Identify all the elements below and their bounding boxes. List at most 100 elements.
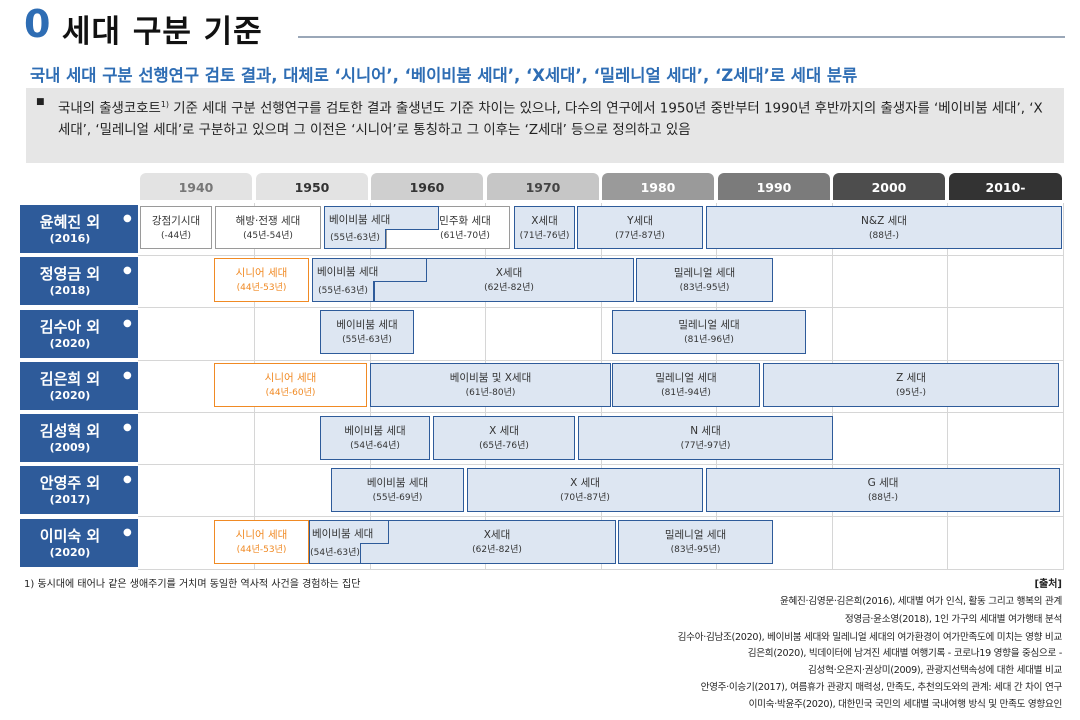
generation-bar: X 세대 (70년-87년) [467,468,703,512]
source-citation: 김성혁·오은지·권상미(2009), 관광지선택속성에 대한 세대별 비교 [808,665,1062,676]
grid-line [138,464,1064,465]
page-title: 세대 구분 기준 [62,14,263,50]
generation-name: 베이비붐 세대 [312,528,374,540]
generation-name: X 세대 [570,477,600,489]
generation-bar: 강점기시대 (-44년) [140,206,212,249]
generation-range: (81년-94년) [661,388,711,398]
generation-range: (61년-70년) [440,231,490,241]
generation-bar-senior: 시니어 세대 (44년-60년) [214,363,367,407]
generation-name: 베이비붐 세대 [317,266,379,278]
generation-range-box: (55년-63년) [312,281,374,302]
row-year: (2017) [49,493,91,506]
row-year: (2016) [49,232,91,245]
decade-header-1950: 1950 [256,173,368,200]
grid-line [138,412,1064,413]
generation-bar: 베이비붐 세대 (55년-69년) [331,468,464,512]
generation-bar: N&Z 세대 (88년-) [706,206,1062,249]
bullet-circle-icon: ● [123,370,132,381]
generation-range: (55년-69년) [372,493,423,503]
generation-name: 강점기시대 [151,215,201,227]
generation-name: 베이비붐 세대 [329,214,391,226]
source-citation: 정영금·윤소영(2018), 1인 가구의 세대별 여가행태 분석 [844,614,1062,625]
row-year: (2009) [49,441,91,454]
generation-range: (45년-54년) [243,231,293,241]
row-author: 이미숙 외 [39,527,101,545]
generation-name: 베이비붐 세대 [336,319,398,331]
grid-line [138,360,1064,361]
row-year: (2020) [49,546,91,559]
row-author: 정영금 외 [39,265,101,283]
decade-header-1970: 1970 [487,173,599,200]
generation-name: 베이비붐 세대 [366,477,429,489]
generation-name: X세대 [483,529,511,541]
decade-header-1940: 1940 [140,173,252,200]
row-label-lee: 이미숙 외 (2020) ● [20,519,138,567]
row-label-kimeunhee: 김은희 외 (2020) ● [20,362,138,410]
generation-bar: 밀레니얼 세대 (83년-95년) [618,520,773,564]
source-citation: 김은희(2020), 빅데이터에 남겨진 세대별 여행기록 - 코로나19 영향… [747,648,1063,659]
generation-bar: X세대 (62년-82년) [348,520,616,564]
generation-bar: 해방·전쟁 세대 (45년-54년) [215,206,321,249]
row-author: 김수아 외 [39,318,101,336]
generation-range: (62년-82년) [484,283,534,293]
section-number: 0 [24,2,51,46]
decade-header-1960: 1960 [371,173,483,200]
generation-bar-senior: 시니어 세대 (44년-53년) [214,520,309,564]
row-year: (2018) [49,284,91,297]
generation-range: (95년-) [895,388,926,398]
source-citation: 이미숙·박윤주(2020), 대한민국 국민의 세대별 국내여행 방식 및 만족… [748,699,1063,710]
generation-range: (44년-53년) [236,283,287,293]
generation-name: 시니어 세대 [264,372,317,384]
generation-bar: X 세대 (65년-76년) [433,416,575,460]
footnote: 1) 동시대에 태어나 같은 생애주기를 거치며 동일한 역사적 사건을 경험하… [24,579,361,590]
generation-name: X세대 [495,267,523,279]
generation-bar: 베이비붐 세대 [324,206,439,230]
row-label-jung: 정영금 외 (2018) ● [20,257,138,305]
source-title: [출처] [1034,579,1062,590]
generation-range: (83년-95년) [670,545,721,555]
generation-range-box: (54년-63년) [309,543,361,564]
generation-bar: 베이비붐 세대 (55년-63년) [320,310,414,354]
row-year: (2020) [49,337,91,350]
decade-header-2000: 2000 [833,173,945,200]
generation-bar: X세대 (71년-76년) [514,206,575,249]
generation-name: Y세대 [627,215,653,227]
grid-line [138,516,1064,517]
generation-range: (71년-76년) [519,231,570,241]
row-label-kimsunghyuk: 김성혁 외 (2009) ● [20,414,138,462]
generation-bar: 베이비붐 세대 [309,520,389,544]
row-label-kimsua: 김수아 외 (2020) ● [20,310,138,358]
generation-name: 밀레니얼 세대 [655,372,717,384]
generation-name: X 세대 [489,425,519,437]
generation-bar: 밀레니얼 세대 (83년-95년) [636,258,773,302]
generation-range-box: (55년-63년) [324,229,386,249]
row-author: 안영주 외 [39,474,101,492]
bullet-circle-icon: ● [123,527,132,538]
decade-header-1990: 1990 [718,173,830,200]
title-divider [298,36,1065,38]
generation-name: N 세대 [690,425,721,437]
generation-range: (-44년) [160,231,191,241]
grid-line [1063,203,1064,569]
generation-name: 민주화 세대 [439,215,491,227]
grid-line [138,307,1064,308]
generation-range: (44년-60년) [265,388,316,398]
decade-header-2010: 2010- [949,173,1062,200]
generation-bar: 베이비붐 및 X세대 (61년-80년) [370,363,611,407]
generation-name: 밀레니얼 세대 [678,319,740,331]
page-subtitle: 국내 세대 구분 선행연구 검토 결과, 대체로 ‘시니어’, ‘베이비붐 세대… [30,66,858,85]
generation-bar-senior: 시니어 세대 (44년-53년) [214,258,309,302]
grid-line [138,569,1064,570]
generation-range: (55년-63년) [342,335,392,345]
generation-name: 시니어 세대 [235,267,288,279]
source-citation: 윤혜진·김영문·김은희(2016), 세대별 여가 인식, 활동 그리고 행복의… [779,596,1062,607]
bullet-square-icon: ■ [36,97,45,107]
row-label-ahn: 안영주 외 (2017) ● [20,466,138,514]
generation-name: N&Z 세대 [861,215,907,227]
bullet-circle-icon: ● [123,474,132,485]
source-citation: 김수아·김남조(2020), 베이비붐 세대와 밀레니얼 세대의 여가환경이 여… [677,632,1063,643]
footnote-ref: 1) [160,100,170,109]
generation-name: Z 세대 [896,372,926,384]
generation-bar: Y세대 (77년-87년) [577,206,703,249]
bullet-circle-icon: ● [123,318,132,329]
